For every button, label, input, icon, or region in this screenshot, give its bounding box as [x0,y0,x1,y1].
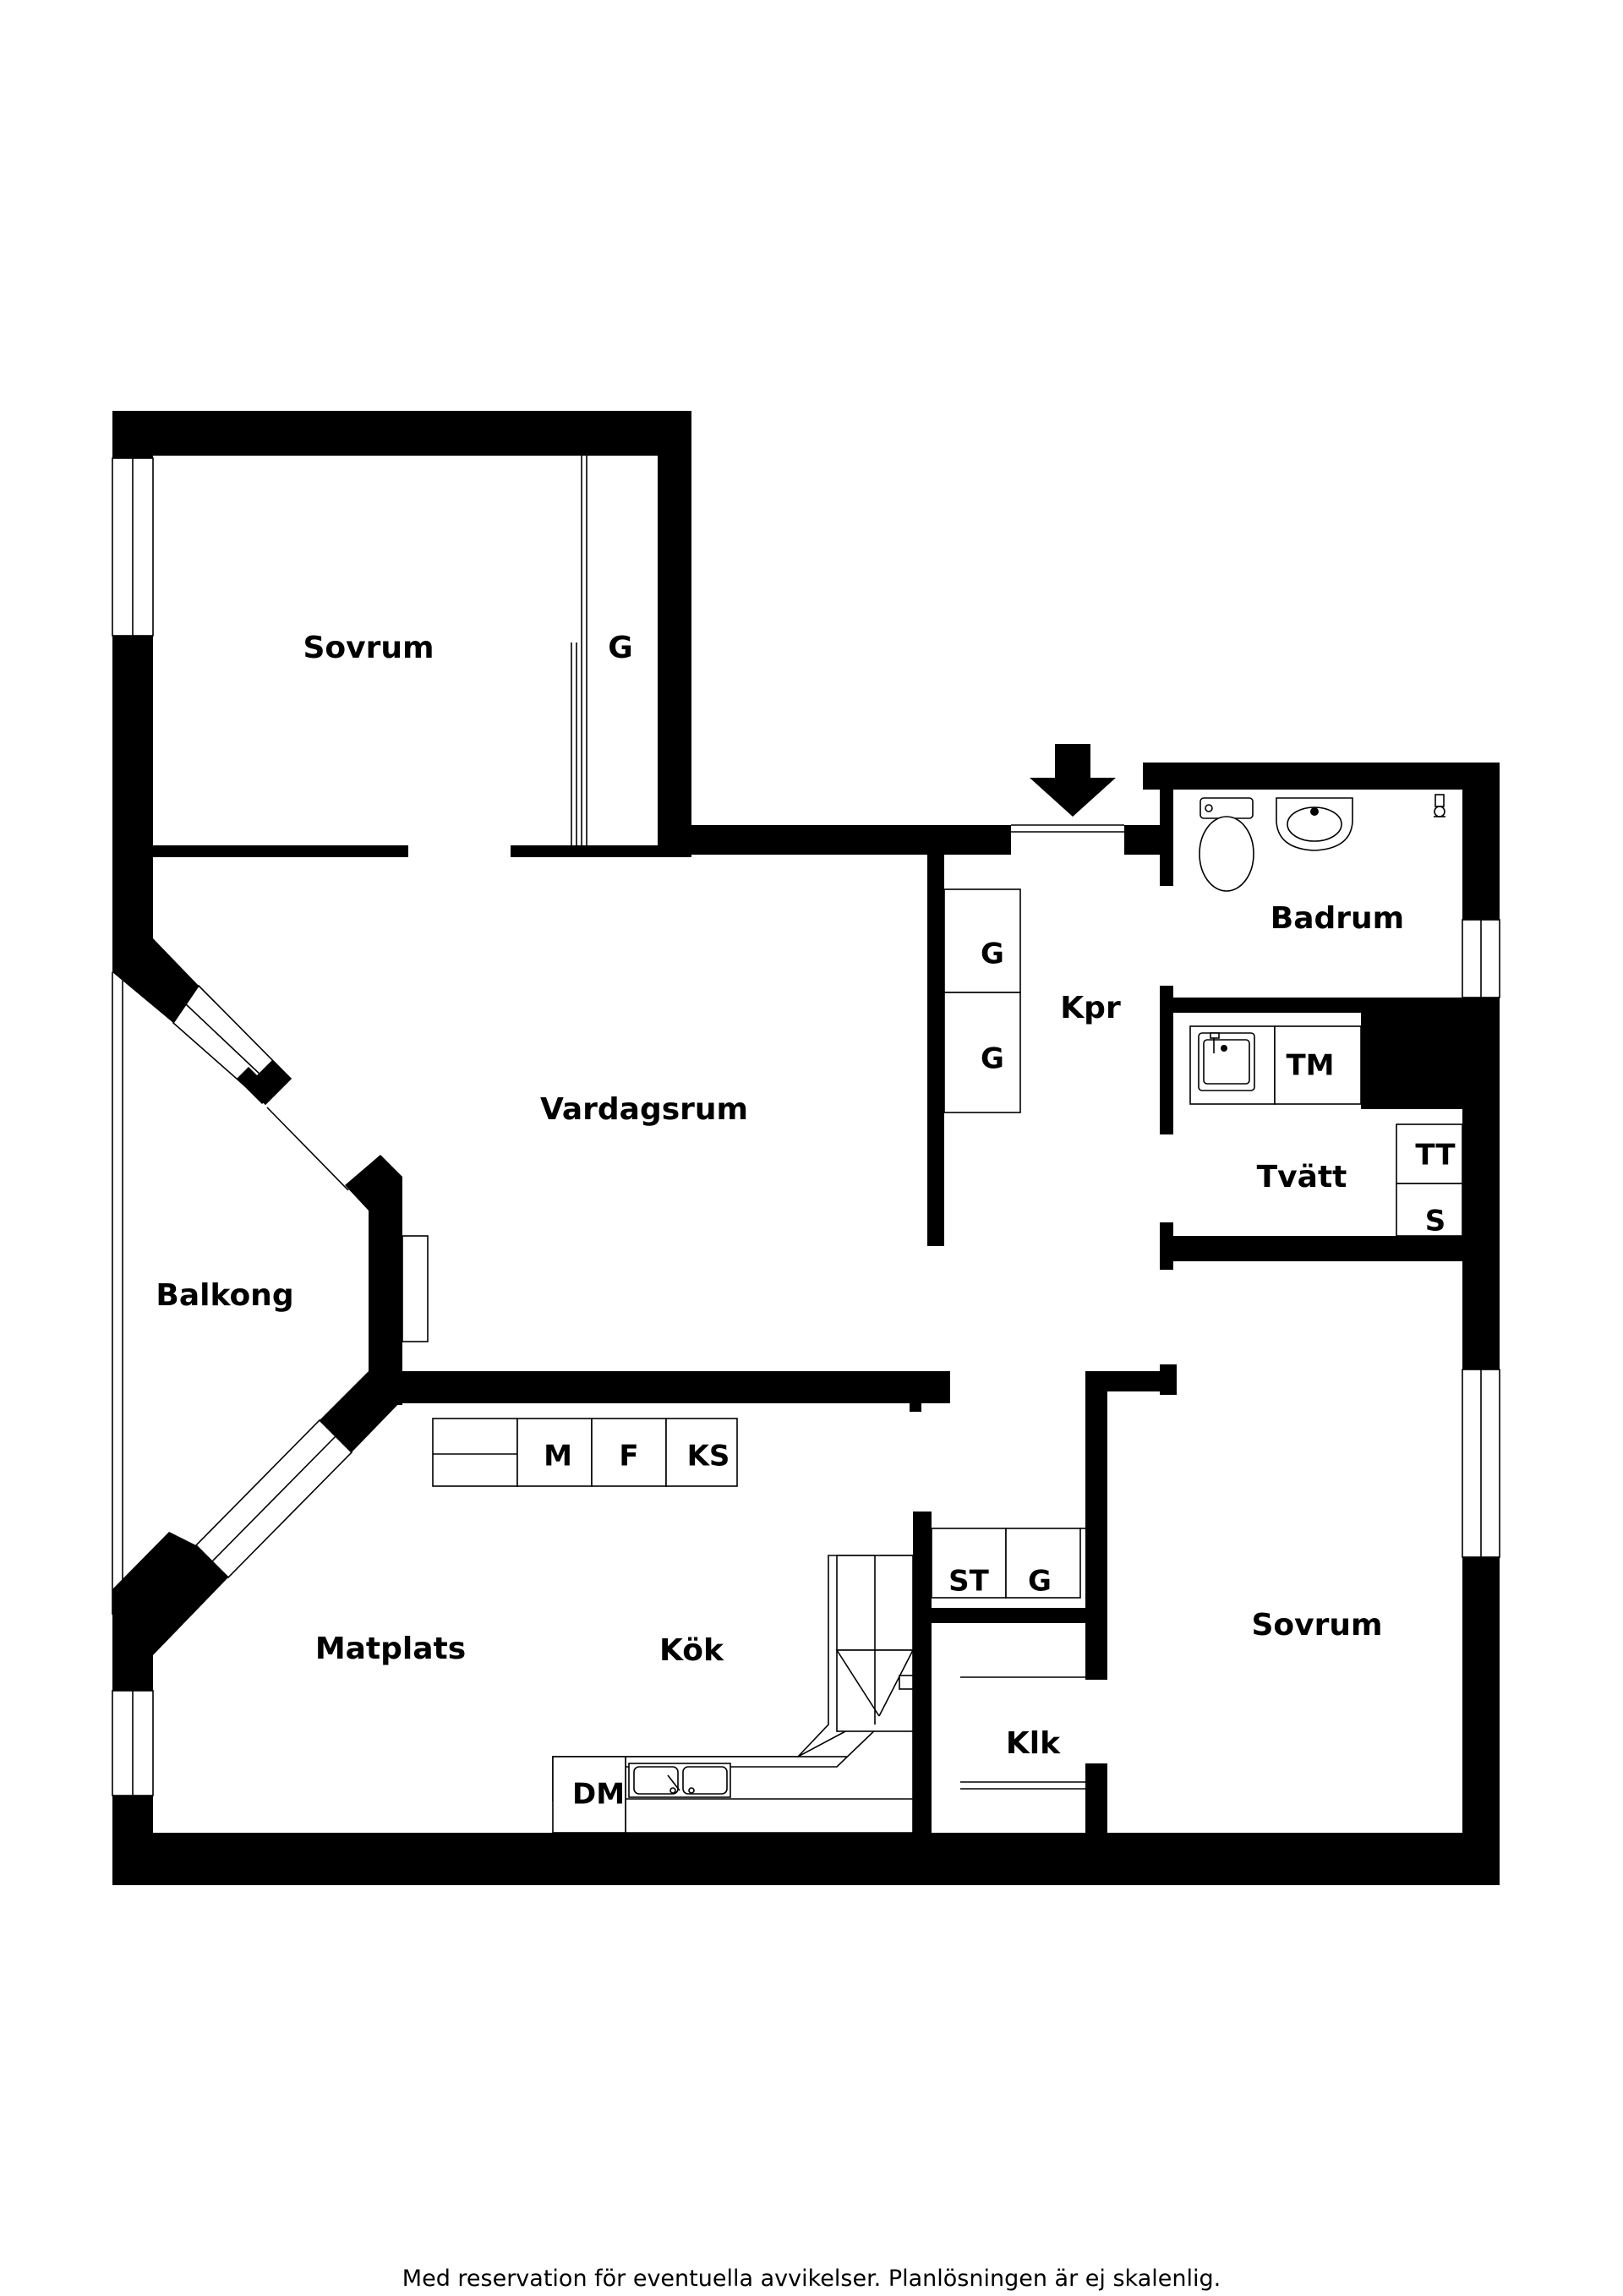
closet-label-g: G [608,631,633,665]
windows [112,457,1500,1796]
fixture-label-tt: TT [1415,1139,1456,1173]
room-label-kok: Kök [659,1633,724,1668]
fixture-label-st: ST [948,1565,989,1599]
fixture-label-m: M [544,1440,572,1473]
outer-walls [112,411,1500,1885]
kitchen-sink-icon [628,1763,731,1798]
room-label-tvatt: Tvätt [1257,1160,1347,1194]
room-label-kpr: Kpr [1060,991,1121,1025]
washbasin-icon [1276,797,1353,851]
room-label-klk: Klk [1006,1726,1061,1761]
disclaimer-text: Med reservation för eventuella avvikelse… [402,2266,1221,2292]
closet-label-g: G [981,1042,1004,1076]
fixtures [432,456,1463,1834]
fixture-label-f: F [619,1440,638,1473]
fixture-label-tm: TM [1286,1049,1334,1083]
closet-label-g: G [981,938,1004,971]
fixture-label-ks: KS [687,1440,730,1473]
room-label-matplats: Matplats [315,1632,466,1666]
interior-walls [153,790,1462,1843]
toilet-icon [1199,797,1254,892]
balcony-walls [112,938,429,1655]
laundry-sink-icon [1198,1032,1255,1091]
room-label-balkong: Balkong [156,1278,293,1313]
entrance-arrow-icon [1030,744,1116,817]
fixture-label-dm: DM [572,1778,625,1812]
room-labels: Sovrum G Vardagsrum Balkong Kpr G G Badr… [156,631,1456,1812]
room-label-sovrum: Sovrum [1251,1608,1382,1643]
room-label-badrum: Badrum [1271,901,1404,936]
fixture-label-s: S [1425,1205,1446,1238]
room-label-sovrum: Sovrum [303,631,434,665]
shower-icon [1434,794,1445,817]
room-label-vardagsrum: Vardagsrum [540,1092,748,1127]
closet-label-g: G [1028,1565,1052,1599]
